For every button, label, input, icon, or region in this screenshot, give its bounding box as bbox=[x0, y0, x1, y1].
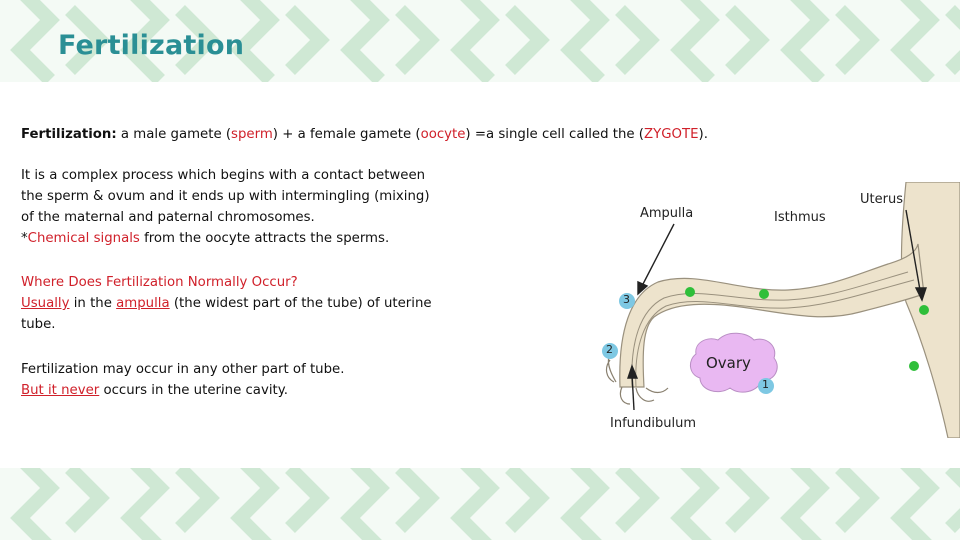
slide-title: Fertilization bbox=[58, 30, 245, 61]
marker-2-label: 2 bbox=[606, 343, 613, 356]
ovary-label: Ovary bbox=[706, 354, 751, 372]
definition-text: Fertilization: a male gamete (sperm) + a… bbox=[21, 127, 708, 142]
definition-zygote: ZYGOTE bbox=[643, 127, 699, 142]
fallopian-tube-diagram: Ampulla Isthmus Uterus Ovary Infundibulu… bbox=[588, 181, 960, 439]
tube-outer bbox=[619, 243, 925, 388]
definition-part2: ) + a female gamete ( bbox=[272, 127, 421, 142]
bottom-pattern-band bbox=[0, 468, 960, 540]
other-location-line-1: Fertilization may occur in any other par… bbox=[21, 362, 345, 377]
usually-highlight: Usually bbox=[21, 296, 70, 311]
ampulla-highlight: ampulla bbox=[116, 296, 170, 311]
infundibulum-arrow bbox=[631, 373, 635, 411]
other-location-line-2: But it never occurs in the uterine cavit… bbox=[21, 380, 491, 401]
but-never-rest: occurs in the uterine cavity. bbox=[99, 383, 288, 398]
process-line-4: *Chemical signals from the oocyte attrac… bbox=[21, 228, 491, 249]
marker-2-badge bbox=[602, 343, 618, 359]
other-location-paragraph: Fertilization may occur in any other par… bbox=[21, 359, 491, 401]
tube-lumen-1 bbox=[631, 271, 909, 388]
definition-sperm: sperm bbox=[231, 127, 273, 142]
asterisk: * bbox=[21, 231, 28, 246]
chemical-signals-rest: from the oocyte attracts the sperms. bbox=[139, 231, 390, 246]
in-the-text: in the bbox=[69, 296, 117, 311]
infundibulum-label: Infundibulum bbox=[610, 416, 696, 431]
sperm-dot bbox=[685, 287, 695, 297]
process-line-1: It is a complex process which begins wit… bbox=[21, 168, 426, 183]
definition-part1: a male gamete ( bbox=[116, 127, 232, 142]
location-question: Where Does Fertilization Normally Occur? bbox=[21, 275, 298, 290]
tube-lumen-2 bbox=[635, 279, 915, 388]
definition-term: Fertilization: bbox=[21, 127, 117, 142]
ampulla-label: Ampulla bbox=[640, 206, 694, 221]
location-line-2: Usually in the ampulla (the widest part … bbox=[21, 293, 491, 314]
top-pattern-band bbox=[0, 0, 960, 82]
ampulla-arrowhead bbox=[637, 280, 649, 296]
marker-1-badge bbox=[758, 378, 774, 394]
diagram-svg bbox=[602, 181, 960, 439]
process-line-3: of the maternal and paternal chromosomes… bbox=[21, 210, 315, 225]
uterus-arrowhead bbox=[914, 287, 927, 302]
infundibulum-arrowhead bbox=[627, 364, 639, 379]
uterus-arrow bbox=[905, 209, 921, 291]
marker-3-badge bbox=[619, 293, 635, 309]
isthmus-label: Isthmus bbox=[774, 210, 826, 225]
sperm-dot bbox=[909, 361, 919, 371]
ovary-shape bbox=[690, 332, 778, 393]
fimbriae bbox=[605, 353, 669, 405]
process-line-2: the sperm & ovum and it ends up with int… bbox=[21, 189, 430, 204]
location-line-3: tube. bbox=[21, 317, 56, 332]
marker-3-label: 3 bbox=[623, 293, 630, 306]
definition-oocyte: oocyte bbox=[420, 127, 466, 142]
but-never-highlight: But it never bbox=[21, 383, 100, 398]
definition-part4: ). bbox=[698, 127, 708, 142]
chemical-signals-highlight: Chemical signals bbox=[27, 231, 140, 246]
ampulla-arrow bbox=[641, 223, 675, 287]
content-area bbox=[0, 82, 960, 468]
marker-1-label: 1 bbox=[762, 378, 769, 391]
uterus-shape bbox=[900, 181, 960, 439]
sperm-dot bbox=[919, 305, 929, 315]
location-paragraph: Where Does Fertilization Normally Occur?… bbox=[21, 272, 491, 335]
sperm-dot bbox=[759, 289, 769, 299]
uterus-label: Uterus bbox=[860, 192, 903, 207]
definition-part3: ) =a single cell called the ( bbox=[465, 127, 644, 142]
ampulla-rest: (the widest part of the tube) of uterine bbox=[169, 296, 432, 311]
process-paragraph: It is a complex process which begins wit… bbox=[21, 165, 491, 249]
